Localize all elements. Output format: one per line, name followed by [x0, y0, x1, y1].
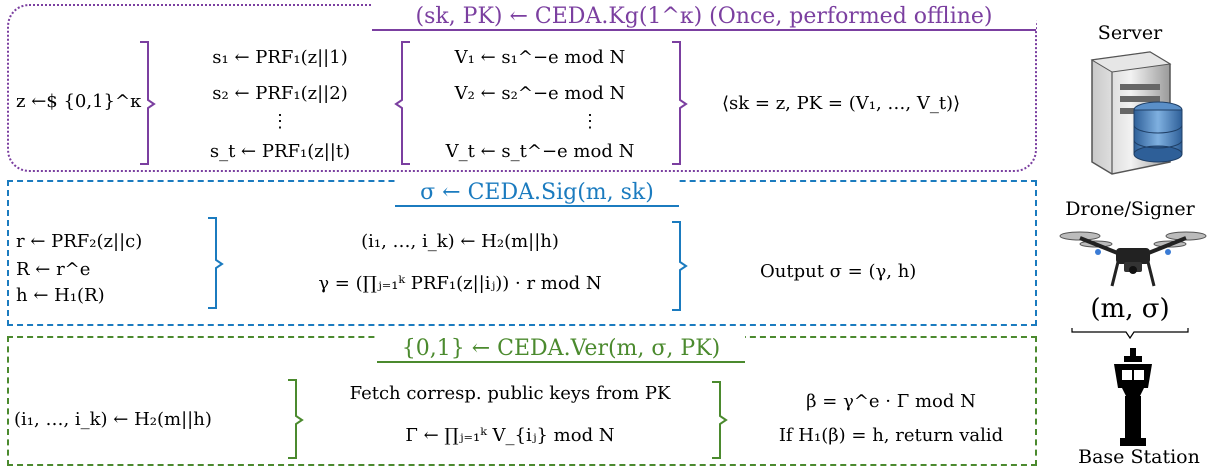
verify-title: {0,1} ← CEDA.Ver(m, σ, PK) — [377, 336, 745, 363]
server-icon — [1090, 51, 1183, 175]
drone-label: Drone/Signer — [1065, 198, 1195, 220]
keygen-v-line: V₁ ← s₁^−e mod N — [454, 47, 626, 68]
brace-sig-1 — [208, 217, 224, 309]
server-label: Server — [1097, 22, 1163, 44]
sign-left-line: r ← PRF₂(z||c) — [16, 231, 143, 252]
verify-left: (i₁, …, i_k) ← H₂(m||h) — [14, 409, 212, 430]
base-station-label: Base Station — [1078, 446, 1200, 468]
keygen-input: z ←$ {0,1}^κ — [16, 91, 142, 112]
message-label: (m, σ) — [1090, 294, 1170, 324]
tower-icon — [1114, 348, 1152, 446]
sign-title: σ ← CEDA.Sig(m, sk) — [395, 180, 679, 207]
brace-sig-2 — [672, 221, 688, 311]
sign-mid-line: γ = (∏ⱼ₌₁ᵏ PRF₁(z||iⱼ)) · r mod N — [318, 273, 602, 294]
keygen-v-line: V_t ← s_t^−e mod N — [445, 141, 635, 162]
keygen-s-line: s₁ ← PRF₁(z||1) — [212, 47, 348, 68]
keygen-s-line: s_t ← PRF₁(z||t) — [209, 141, 351, 162]
drone-icon — [1059, 231, 1207, 287]
keygen-output: ⟨sk = z, PK = (V₁, …, V_t)⟩ — [722, 93, 961, 114]
keygen-v-line: V₂ ← s₂^−e mod N — [454, 83, 626, 104]
brace-kg-1 — [140, 41, 156, 165]
sign-output: Output σ = (γ, h) — [760, 261, 917, 282]
verify-mid-line: Fetch corresp. public keys from PK — [349, 383, 671, 404]
keygen-s-line: s₂ ← PRF₁(z||2) — [212, 83, 348, 104]
keygen-v-dots: ⋮ — [581, 111, 599, 132]
brace-kg-2 — [394, 41, 410, 165]
brace-ver-1 — [288, 379, 304, 459]
verify-right-line: β = γ^e · Γ mod N — [806, 391, 976, 412]
sign-mid-line: (i₁, …, i_k) ← H₂(m||h) — [361, 231, 559, 252]
keygen-title: (sk, PK) ← CEDA.Kg(1^κ) (Once, performed… — [372, 4, 1036, 31]
brace-ver-2 — [712, 381, 728, 459]
message-brace — [1071, 328, 1189, 340]
sign-left-line: h ← H₁(R) — [16, 285, 105, 306]
keygen-s-dots: ⋮ — [271, 111, 289, 132]
brace-kg-3 — [672, 41, 688, 165]
verify-mid-line: Γ ← ∏ⱼ₌₁ᵏ V_{iⱼ} mod N — [405, 425, 615, 446]
verify-right-line: If H₁(β) = h, return valid — [778, 425, 1004, 446]
sign-left-line: R ← r^e — [16, 259, 91, 280]
